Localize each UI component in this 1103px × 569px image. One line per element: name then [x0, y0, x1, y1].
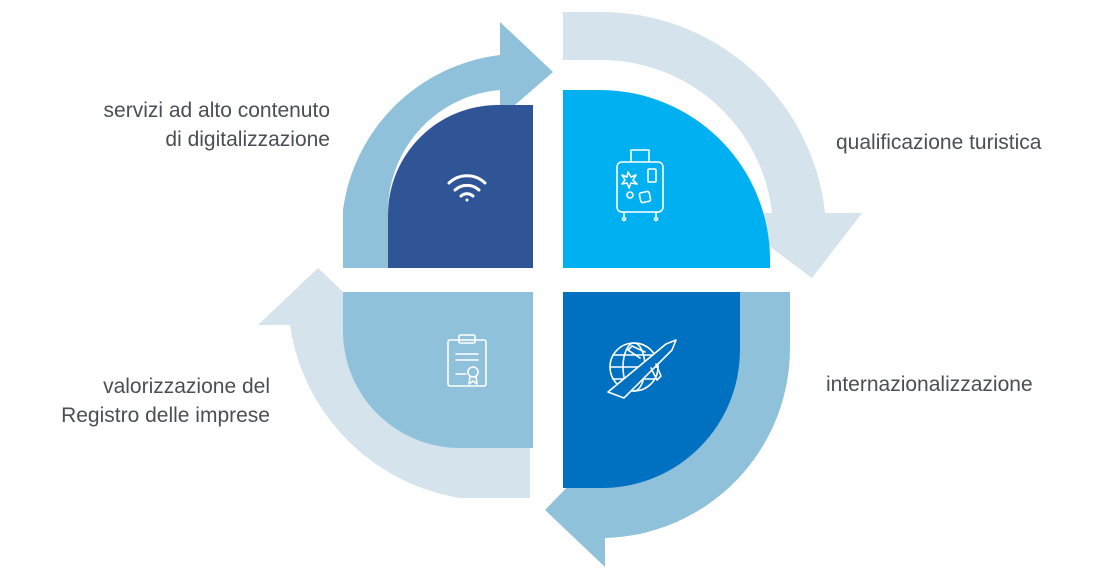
- quadrant-turistica: [563, 90, 770, 268]
- wifi-icon: [447, 174, 487, 202]
- globe-airplane-icon: [607, 339, 677, 399]
- label-line: di digitalizzazione: [165, 128, 330, 151]
- label-line: Registro delle imprese: [61, 404, 270, 427]
- label-line: internazionalizzazione: [826, 373, 1033, 396]
- quadrant-internazionalizzazione: [563, 292, 740, 488]
- label-internazionalizzazione: internazionalizzazione: [826, 370, 1033, 399]
- suitcase-icon: [616, 149, 664, 222]
- arrow-bottom-right: [545, 292, 790, 567]
- arrow-top-right: [563, 11, 862, 279]
- certificate-clipboard-icon: [447, 334, 487, 387]
- label-servizi-digitalizzazione: servizi ad alto contenuto di digitalizza…: [20, 96, 330, 154]
- arrow-top-left: [343, 22, 553, 268]
- label-line: qualificazione turistica: [836, 131, 1042, 154]
- arrow-bottom-left: [258, 268, 530, 498]
- quadrant-registro: [343, 292, 533, 448]
- label-registro-imprese: valorizzazione del Registro delle impres…: [0, 372, 270, 430]
- label-line: valorizzazione del: [103, 375, 270, 398]
- label-qualificazione-turistica: qualificazione turistica: [836, 128, 1041, 157]
- label-line: servizi ad alto contenuto: [103, 99, 330, 122]
